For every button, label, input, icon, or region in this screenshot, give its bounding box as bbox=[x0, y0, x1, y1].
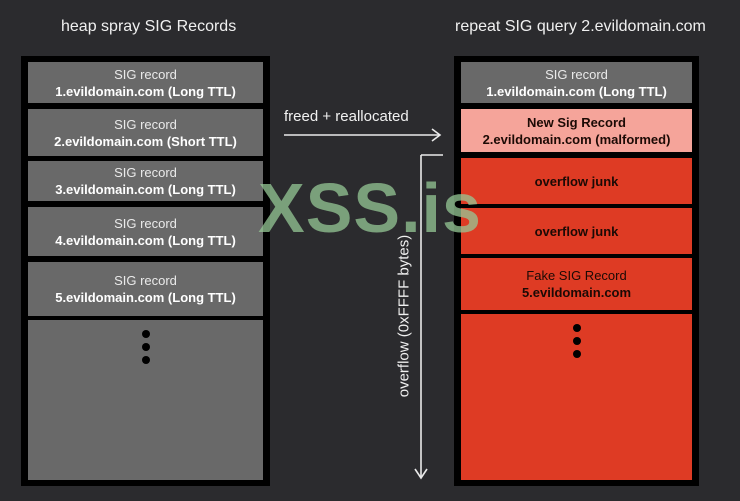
fake-sig-record: Fake SIG Record 5.evildomain.com bbox=[461, 258, 692, 310]
record-domain: 3.evildomain.com (Long TTL) bbox=[55, 182, 236, 197]
record-type: SIG record bbox=[114, 273, 177, 288]
record-domain: 2.evildomain.com (malformed) bbox=[482, 131, 671, 147]
left-heap-column: SIG record 1.evildomain.com (Long TTL) S… bbox=[21, 56, 270, 486]
ellipsis-dots bbox=[572, 324, 581, 358]
new-malformed-record: New Sig Record 2.evildomain.com (malform… bbox=[461, 109, 692, 152]
overflow-arrow bbox=[414, 154, 443, 480]
record-domain: 4.evildomain.com (Long TTL) bbox=[55, 232, 236, 248]
right-column-title: repeat SIG query 2.evildomain.com bbox=[455, 18, 706, 35]
overflow-junk-1: overflow junk bbox=[461, 158, 692, 204]
record-domain: 2.evildomain.com (Short TTL) bbox=[54, 133, 237, 149]
left-column-title: heap spray SIG Records bbox=[61, 18, 237, 35]
record-type: New Sig Record bbox=[527, 114, 626, 130]
watermark-logo: XSS.is bbox=[258, 169, 482, 247]
record-domain: 1.evildomain.com (Long TTL) bbox=[486, 83, 667, 99]
record-type: SIG record bbox=[545, 66, 608, 82]
realloc-label: freed + reallocated bbox=[284, 108, 409, 125]
sig-record-1-right: SIG record 1.evildomain.com (Long TTL) bbox=[461, 62, 692, 103]
overflow-remaining bbox=[461, 314, 692, 480]
sig-record-4: SIG record 4.evildomain.com (Long TTL) bbox=[28, 207, 263, 256]
overflow-junk-2: overflow junk bbox=[461, 208, 692, 254]
record-domain: 5.evildomain.com bbox=[521, 285, 632, 300]
sig-record-3: SIG record 3.evildomain.com (Long TTL) bbox=[28, 161, 263, 201]
right-heap-column: SIG record 1.evildomain.com (Long TTL) N… bbox=[454, 56, 699, 486]
record-type: SIG record bbox=[114, 165, 177, 180]
sig-record-2: SIG record 2.evildomain.com (Short TTL) bbox=[28, 109, 263, 156]
ellipsis-dots bbox=[141, 330, 150, 364]
record-domain: 1.evildomain.com (Long TTL) bbox=[55, 83, 236, 99]
realloc-arrow bbox=[284, 128, 442, 142]
record-domain: 5.evildomain.com (Long TTL) bbox=[55, 290, 236, 305]
record-type: Fake SIG Record bbox=[526, 268, 627, 283]
record-type: SIG record bbox=[114, 215, 177, 231]
remaining-records bbox=[28, 320, 263, 480]
sig-record-1: SIG record 1.evildomain.com (Long TTL) bbox=[28, 62, 263, 103]
sig-record-5: SIG record 5.evildomain.com (Long TTL) bbox=[28, 262, 263, 316]
overflow-label: overflow (0xFFFF bytes) bbox=[395, 234, 413, 398]
record-type: SIG record bbox=[114, 66, 177, 82]
record-type: SIG record bbox=[114, 116, 177, 132]
